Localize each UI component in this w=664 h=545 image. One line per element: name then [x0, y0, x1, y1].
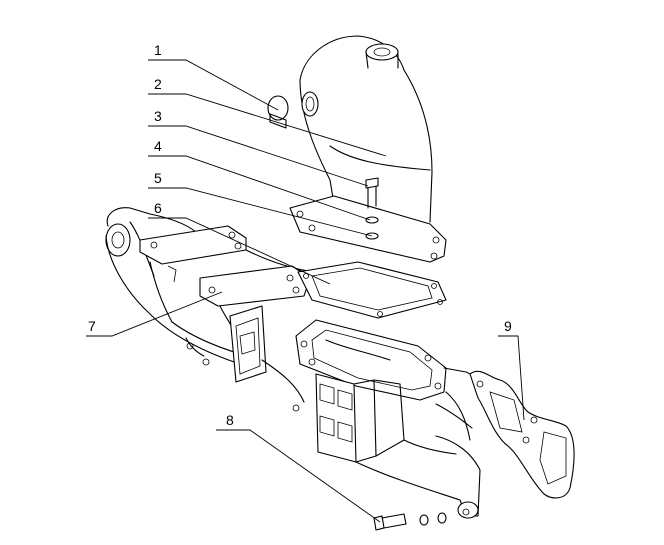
callout-labels: 1 2 3 4 5 6 7 8 9 [88, 42, 512, 428]
callout-7: 7 [88, 318, 96, 334]
thermostat-housing [289, 35, 447, 263]
thermostat-gasket [297, 261, 447, 319]
callout-1: 1 [154, 42, 162, 58]
callout-8: 8 [226, 412, 234, 428]
callout-4: 4 [154, 138, 162, 154]
callout-9: 9 [504, 318, 512, 334]
callout-3: 3 [154, 108, 162, 124]
callout-5: 5 [154, 170, 162, 186]
washer-spring [365, 216, 379, 224]
manifold-bolt [373, 512, 447, 531]
drain-plug [267, 95, 289, 129]
callout-2: 2 [154, 76, 162, 92]
callout-6: 6 [154, 200, 162, 216]
housing-bolt [365, 177, 379, 209]
exhaust-manifold [105, 207, 513, 519]
manifold-gasket [469, 370, 575, 499]
leader-lines [86, 59, 525, 523]
